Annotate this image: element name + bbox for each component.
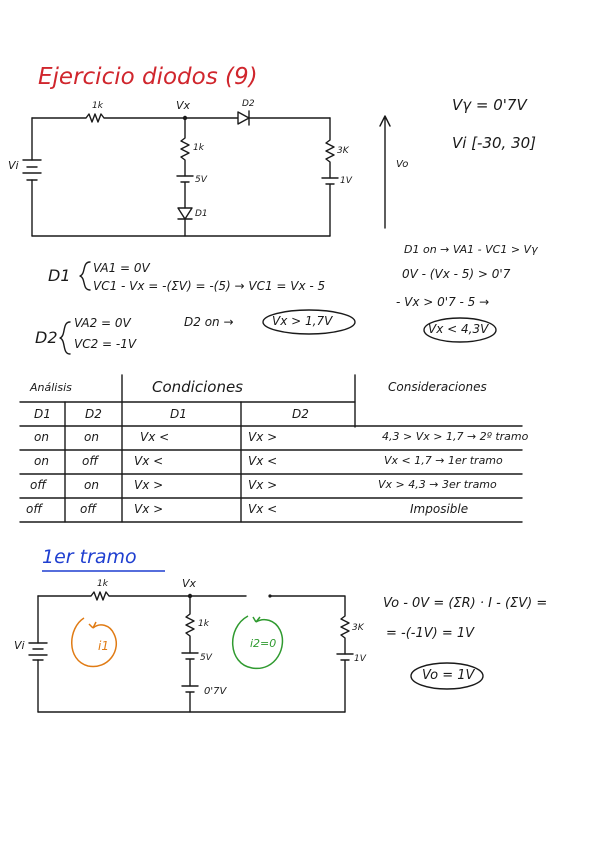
table-header-consideraciones: Consideraciones [388,380,487,394]
d2-boxed-condition: Vx > 1,7V [272,314,333,328]
mesh-1-loop [71,617,117,668]
d2-eq-line1: VA2 = 0V [74,316,131,330]
table-row-2-cond2: Vx < [248,454,278,468]
table-row-4-d2: off [80,502,97,516]
mesh-2-loop [232,615,284,670]
table-header-condiciones: Condiciones [152,378,243,396]
c2-vmid-label: 5V [200,653,212,663]
page-title: Ejercicio diodos (9) [38,64,258,90]
d2-condition: D2 on → [184,315,234,329]
c2-i1-label: i1 [98,639,109,653]
table-row-1-cond1: Vx < [140,430,170,444]
d2-eq-label: D2 [35,328,58,347]
d1-eq-label: D1 [48,266,71,285]
d1-on-line3: - Vx > 0'7 - 5 → [396,295,490,309]
c1-vi-label: Vi [8,159,19,172]
table-row-3-cond2: Vx > [248,478,278,492]
given-vi-range: Vi [-30, 30] [452,134,537,152]
c2-vgamma-label: 0'7V [204,686,227,697]
box-d2-condition [262,309,356,335]
source-vi-symbol-2 [28,642,48,661]
diode-d2-symbol [184,110,331,126]
c1-vo-label: Vo [396,159,409,170]
source-vi-symbol [22,159,42,181]
c1-d1-label: D1 [195,209,208,219]
table-sub-d1: D1 [34,407,51,421]
c1-r3-label: 3K [337,146,349,156]
d1-eq-line1: VA1 = 0V [93,261,150,275]
table-row-4-cond2: Vx < [248,502,278,516]
c2-i2-label: i2=0 [250,637,277,650]
c1-rmid-label: 1k [193,143,204,153]
c2-r1-label: 1k [97,579,108,589]
diode-d1-symbol [177,207,193,237]
table-row-1-consid: 4,3 > Vx > 1,7 → 2º tramo [382,430,529,443]
d1-eq-line2: VC1 - Vx = -(ΣV) = -(5) → VC1 = Vx - 5 [93,279,326,293]
d1-boxed-condition: Vx < 4,3V [428,322,489,336]
table-row-1-d2: on [84,430,99,444]
brace-d1 [79,261,91,291]
solution-line2: = -(-1V) = 1V [386,626,475,641]
table-row-3-d1: off [30,478,47,492]
c2-vx-label: Vx [182,577,197,590]
table-row-1-d1: on [34,430,49,444]
table-row-3-d2: on [84,478,99,492]
analysis-table-lines [19,374,523,523]
table-row-4-cond1: Vx > [134,502,164,516]
solution-boxed: Vo = 1V [422,668,475,683]
box-d1-condition [423,317,497,343]
circuit-2 [28,591,354,713]
c1-vx-label: Vx [176,99,191,112]
brace-d2 [59,321,71,355]
c1-vmid-label: 5V [195,175,207,185]
box-vo-result [410,662,484,690]
table-row-2-consid: Vx < 1,7 → 1er tramo [384,454,503,467]
tramo-title: 1er tramo [42,546,137,568]
table-row-3-cond1: Vx > [134,478,164,492]
c2-vright-label: 1V [354,654,366,664]
table-row-2-d2: off [82,454,99,468]
solution-line1: Vo - 0V = (ΣR) · I - (ΣV) = [383,596,548,611]
table-header-analisis: Análisis [30,381,72,394]
c2-vi-label: Vi [14,639,25,652]
given-vgamma: Vγ = 0'7V [452,96,527,114]
circuit-1 [22,110,391,237]
table-row-1-cond2: Vx > [248,430,278,444]
c2-r3-label: 3K [352,623,364,633]
table-row-2-cond1: Vx < [134,454,164,468]
d2-eq-line2: VC2 = -1V [74,337,137,351]
c1-vright-label: 1V [340,176,352,186]
c1-r1-label: 1k [92,101,103,111]
table-sub-cond-d1: D1 [170,407,187,421]
table-row-3-consid: Vx > 4,3 → 3er tramo [378,478,497,491]
d1-on-line1: D1 on → VA1 - VC1 > Vγ [404,243,538,256]
table-row-4-consid: Imposible [410,502,469,516]
table-row-4-d1: off [26,502,43,516]
table-sub-cond-d2: D2 [292,407,309,421]
d1-on-line2: 0V - (Vx - 5) > 0'7 [402,267,511,281]
table-sub-d2: D2 [85,407,102,421]
c1-d2-label: D2 [242,99,255,109]
vo-arrow [379,115,391,229]
table-row-2-d1: on [34,454,49,468]
c2-rmid-label: 1k [198,619,209,629]
